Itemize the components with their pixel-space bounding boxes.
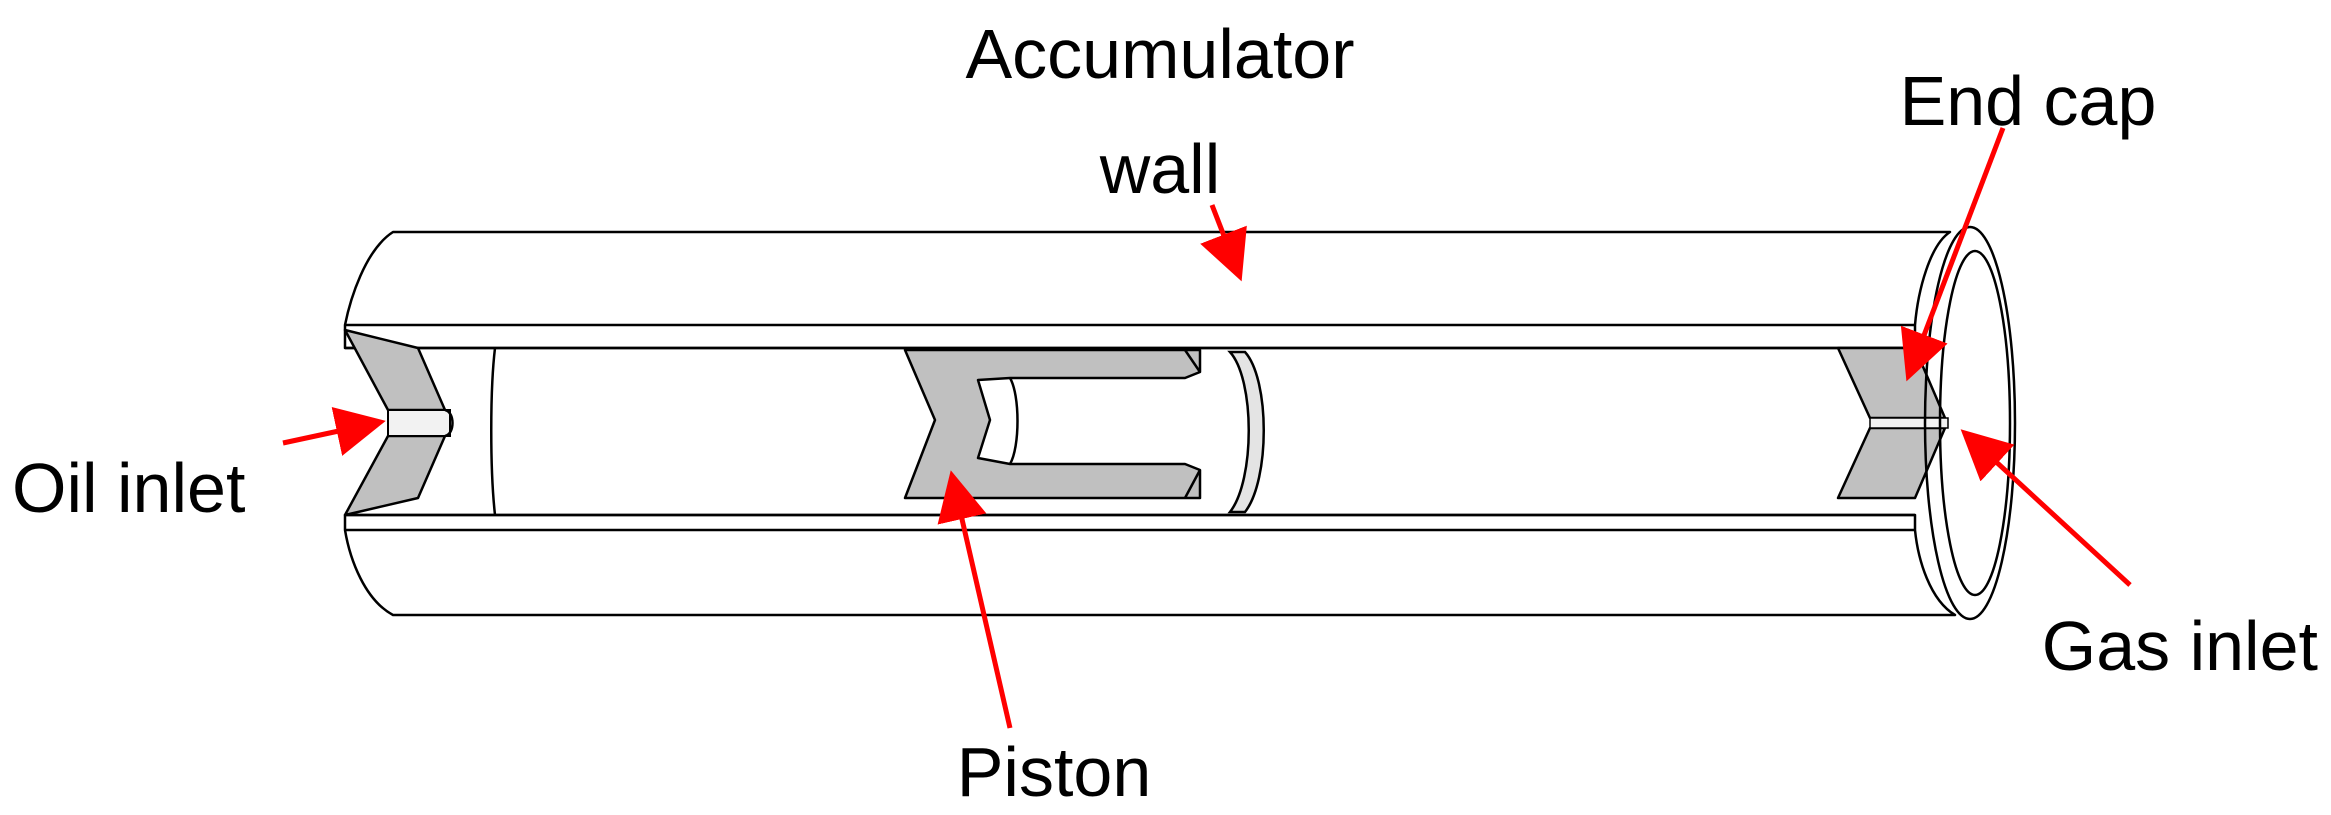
arrow-end-cap [1900, 127, 2006, 382]
label-end-cap: End cap [1900, 62, 2157, 140]
left-end-cap [343, 328, 454, 517]
arrow-gas-inlet [1960, 429, 2132, 587]
arrow-oil-inlet [282, 406, 386, 456]
right-end-face [1923, 225, 2017, 621]
upper-wall [343, 230, 1952, 350]
labels: Accumulator wall End cap Oil inlet Gas i… [12, 15, 2318, 811]
label-accumulator-wall-line1: Accumulator [965, 15, 1354, 93]
gas-inlet-channel [1869, 417, 1949, 429]
label-gas-inlet: Gas inlet [2042, 607, 2318, 685]
label-piston: Piston [957, 733, 1152, 811]
inner-bore [345, 346, 1915, 517]
arrow-accumulator-wall [1200, 204, 1247, 282]
label-oil-inlet: Oil inlet [12, 449, 245, 527]
oil-inlet-channel [387, 409, 451, 437]
right-end-cap [1836, 346, 1949, 500]
piston [903, 348, 1265, 514]
label-accumulator-wall-line2: wall [1099, 130, 1221, 208]
leader-arrows [282, 127, 2132, 729]
arrow-piston [937, 470, 1013, 729]
lower-wall [343, 513, 1957, 617]
